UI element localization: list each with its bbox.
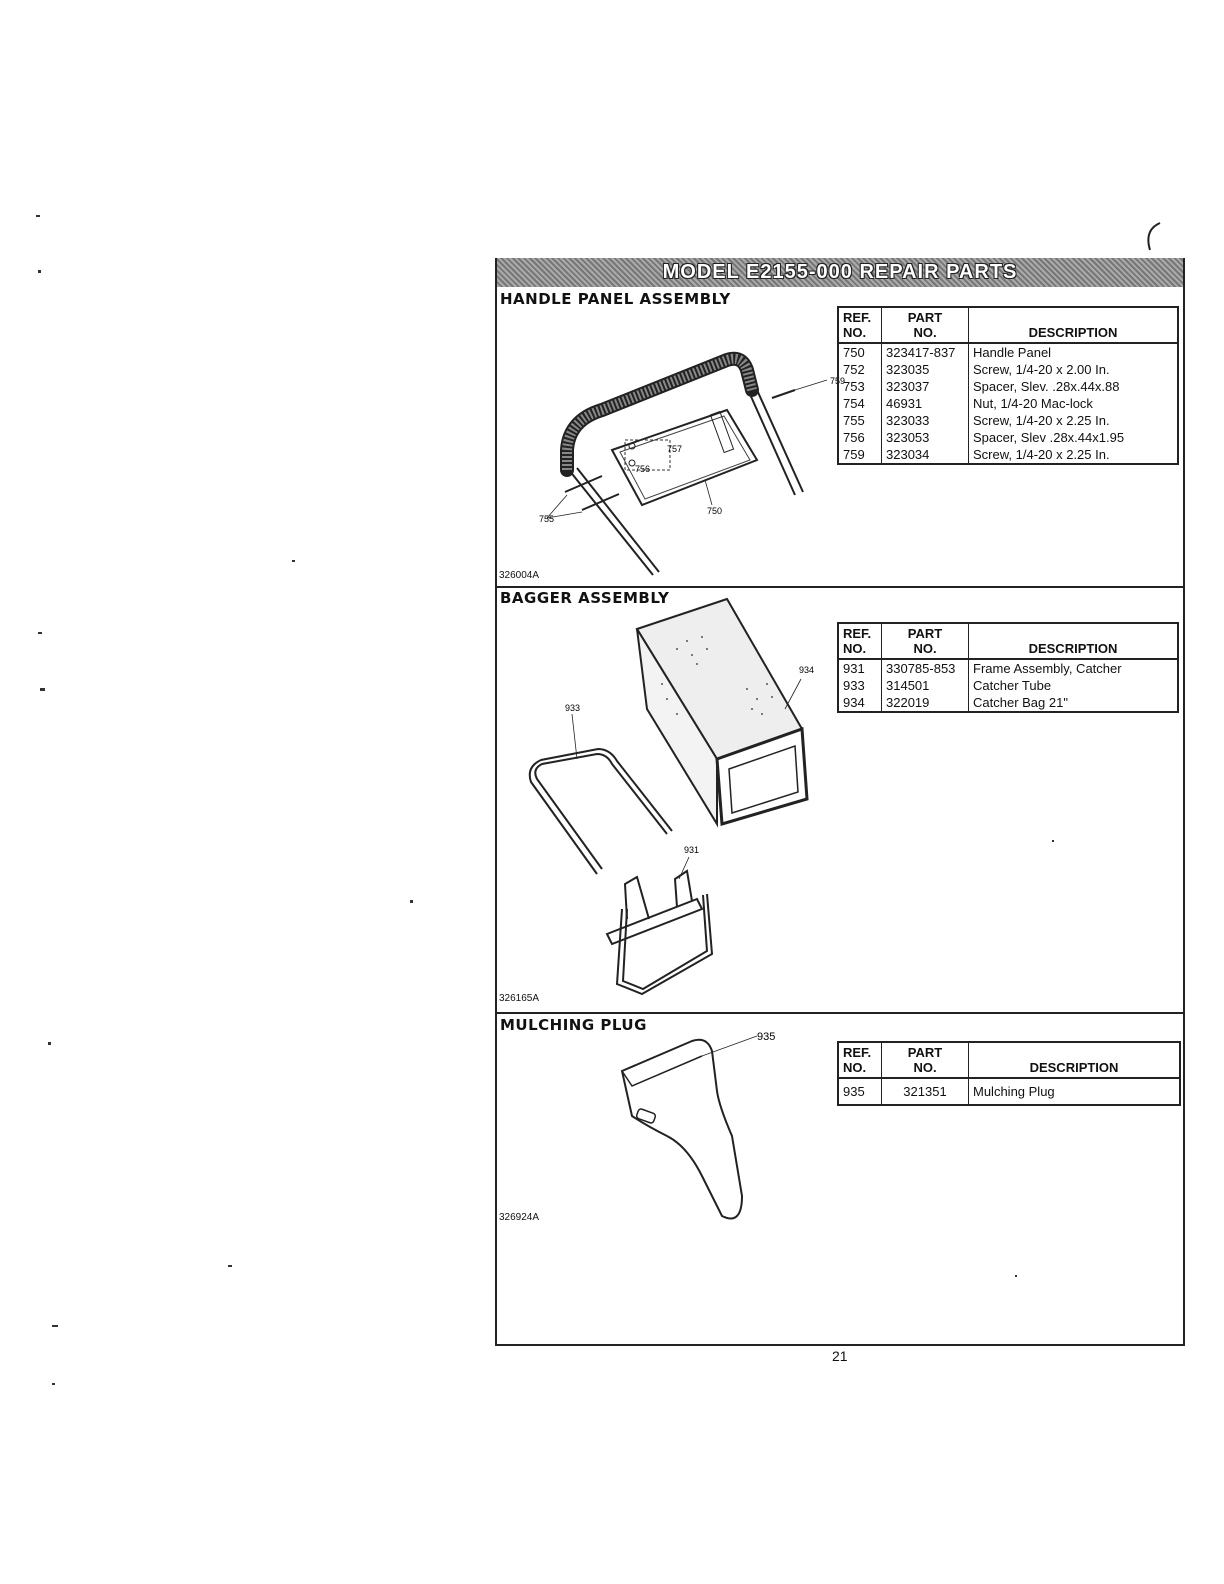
col-ref: REF.NO. [838,1042,882,1079]
scan-speck [292,560,295,562]
figure-id: 326924A [499,1212,540,1223]
handle-panel-section: HANDLE PANEL ASSEMBLY 326004A 759 757 75… [497,290,1183,586]
scan-speck [40,688,45,691]
col-description: DESCRIPTION [968,307,1178,344]
parts-frame [495,258,1185,1346]
callout-label: 756 [635,464,650,474]
section-title: HANDLE PANEL ASSEMBLY [500,290,731,308]
handle-panel-diagram: 759 757 756 755 750 [539,351,845,576]
scan-speck [38,270,41,273]
section-title: MULCHING PLUG [500,1016,647,1034]
scan-speck [52,1325,58,1327]
scan-speck [48,1042,51,1045]
section-divider [497,1012,1183,1014]
scan-speck [36,215,40,217]
scan-speck [52,1383,55,1385]
callout-label: 933 [565,703,580,713]
bagger-section: BAGGER ASSEMBLY 326165A 934 933 931 [497,589,1183,1011]
callout-label: 750 [707,506,722,516]
callout-label: 935 [757,1031,775,1043]
scan-speck [38,632,42,634]
callout-label: 934 [799,665,814,675]
scan-speck [410,900,413,903]
bagger-diagram: 934 933 931 [528,597,814,996]
col-ref: REF.NO. [838,307,882,344]
section-title: BAGGER ASSEMBLY [500,589,670,607]
col-description: DESCRIPTION [968,1042,1180,1079]
callout-label: 755 [539,514,554,524]
callout-label: 931 [684,845,699,855]
scan-artifact [1147,222,1161,251]
section-divider [497,586,1183,588]
col-description: DESCRIPTION [968,623,1178,660]
scan-speck [228,1265,232,1267]
figure-id: 326004A [499,570,540,581]
scan-speck [1052,840,1054,842]
page-title: MODEL E2155-000 REPAIR PARTS [662,261,1018,283]
mulching-plug-diagram: 935 [620,1031,775,1220]
page-number: 21 [832,1348,848,1364]
figure-id: 326165A [499,993,540,1004]
page-banner: MODEL E2155-000 REPAIR PARTS [495,258,1185,287]
col-ref: REF.NO. [838,623,882,660]
scan-speck [1015,1275,1017,1277]
callout-label: 757 [667,444,682,454]
